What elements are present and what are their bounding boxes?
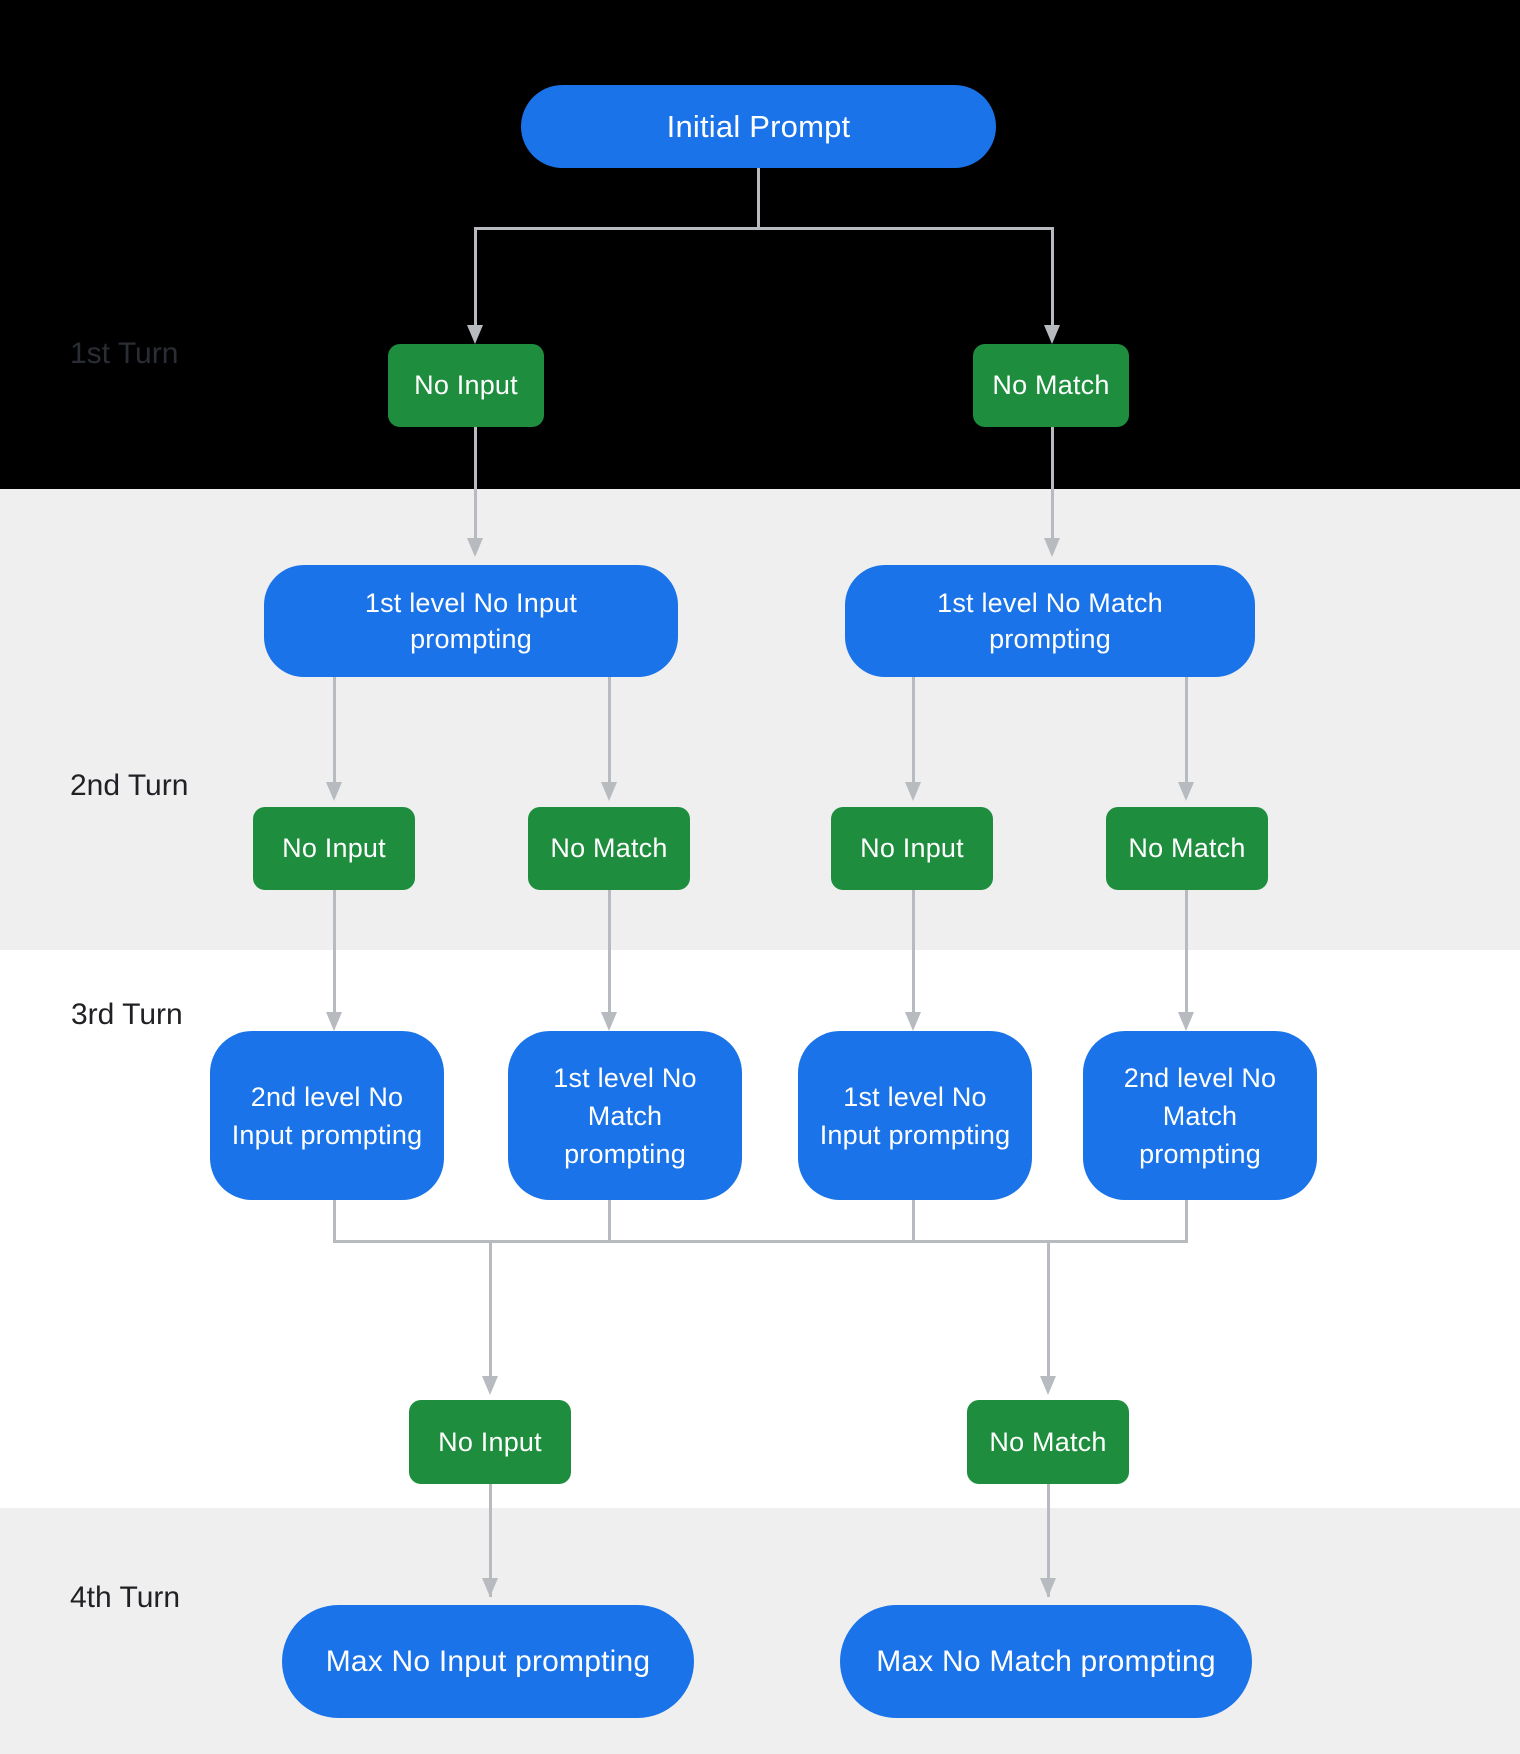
connector-t2e3-l2 bbox=[912, 890, 915, 1012]
connector-root-stub bbox=[757, 168, 760, 227]
connector-merge-bus bbox=[333, 1240, 1188, 1243]
node-t3-no-match: No Match bbox=[967, 1400, 1129, 1484]
node-initial-prompt: Initial Prompt bbox=[521, 85, 996, 168]
connector-l2p3-bus bbox=[912, 1200, 915, 1243]
arrowhead-t3-no-input bbox=[482, 1376, 498, 1395]
connector-t1ni-l1 bbox=[474, 427, 477, 538]
node-l1-no-input-prompting: 1st level No Input prompting bbox=[264, 565, 678, 677]
node-t2-no-match-2: No Match bbox=[1106, 807, 1268, 890]
band-turn2 bbox=[0, 489, 1520, 950]
arrowhead-l2p2 bbox=[601, 1012, 617, 1031]
connector-root-split bbox=[475, 227, 1054, 230]
arrowhead-l1-no-input bbox=[467, 538, 483, 557]
node-label: 2nd level No Match prompting bbox=[1123, 1062, 1277, 1169]
connector-bus-t3-no-match bbox=[1047, 1240, 1050, 1376]
connector-t1nm-l1 bbox=[1051, 427, 1054, 538]
connector-l2p4-bus bbox=[1185, 1200, 1188, 1243]
node-t3-no-input: No Input bbox=[409, 1400, 571, 1484]
connector-l2p1-bus bbox=[333, 1200, 336, 1243]
turn-label-2: 2nd Turn bbox=[70, 769, 189, 802]
arrowhead-t2e2 bbox=[601, 782, 617, 801]
arrowhead-t2e3 bbox=[905, 782, 921, 801]
turn-label-1: 1st Turn bbox=[70, 337, 179, 370]
connector-t2e2-l2 bbox=[608, 890, 611, 1012]
node-max-no-input-prompting: Max No Input prompting bbox=[282, 1605, 694, 1718]
arrowhead-l1-no-match bbox=[1044, 538, 1060, 557]
arrowhead-l2p4 bbox=[1178, 1012, 1194, 1031]
node-l2-2nd-no-input-prompting: 2nd level No Input prompting bbox=[210, 1031, 444, 1200]
connector-bus-t3-no-input bbox=[489, 1240, 492, 1376]
node-t1-no-input: No Input bbox=[388, 344, 544, 427]
band-turn1 bbox=[0, 0, 1520, 489]
connector-l1-t2e2 bbox=[608, 677, 611, 782]
node-l2-1st-no-input-prompting: 1st level No Input prompting bbox=[798, 1031, 1032, 1200]
node-t1-no-match: No Match bbox=[973, 344, 1129, 427]
connector-l2p2-bus bbox=[608, 1200, 611, 1243]
node-t2-no-match-1: No Match bbox=[528, 807, 690, 890]
connector-l1-t2e1 bbox=[333, 677, 336, 782]
node-label: 1st level No Match prompting bbox=[553, 1062, 697, 1169]
turn-label-4: 4th Turn bbox=[70, 1581, 181, 1614]
node-label: 1st level No Input prompting bbox=[364, 588, 578, 654]
connector-l1-t2e4 bbox=[1185, 677, 1188, 782]
connector-t2e4-l2 bbox=[1185, 890, 1188, 1012]
node-l1-no-match-prompting: 1st level No Match prompting bbox=[845, 565, 1255, 677]
band-turn4 bbox=[0, 1508, 1520, 1754]
connector-l1-t2e3 bbox=[912, 677, 915, 782]
node-l2-2nd-no-match-prompting: 2nd level No Match prompting bbox=[1083, 1031, 1317, 1200]
node-t2-no-input-1: No Input bbox=[253, 807, 415, 890]
node-l2-1st-no-match-prompting: 1st level No Match prompting bbox=[508, 1031, 742, 1200]
arrowhead-l2p3 bbox=[905, 1012, 921, 1031]
arrowhead-t1-no-input bbox=[467, 325, 483, 344]
arrowhead-t3-no-match bbox=[1040, 1376, 1056, 1395]
node-label: 1st level No Input prompting bbox=[819, 1081, 1011, 1150]
connector-t2e1-l2 bbox=[333, 890, 336, 1012]
connector-to-t1-no-match bbox=[1051, 227, 1054, 325]
arrowhead-t2e4 bbox=[1178, 782, 1194, 801]
turn-label-3: 3rd Turn bbox=[71, 998, 183, 1031]
node-max-no-match-prompting: Max No Match prompting bbox=[840, 1605, 1252, 1718]
arrowhead-t2e1 bbox=[326, 782, 342, 801]
connector-t3nm-max bbox=[1047, 1484, 1050, 1597]
arrowhead-max-no-match bbox=[1040, 1578, 1056, 1597]
node-label: 1st level No Match prompting bbox=[937, 588, 1163, 654]
node-label: 2nd level No Input prompting bbox=[231, 1081, 423, 1150]
connector-t3ni-max bbox=[489, 1484, 492, 1597]
node-t2-no-input-2: No Input bbox=[831, 807, 993, 890]
arrowhead-l2p1 bbox=[326, 1012, 342, 1031]
arrowhead-t1-no-match bbox=[1044, 325, 1060, 344]
arrowhead-max-no-input bbox=[482, 1578, 498, 1597]
connector-to-t1-no-input bbox=[474, 227, 477, 325]
